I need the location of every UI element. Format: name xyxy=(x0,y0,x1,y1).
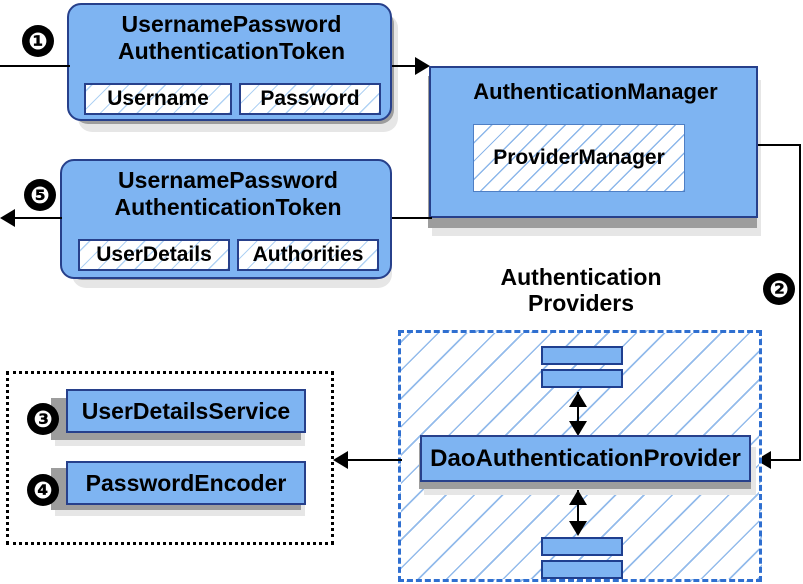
connector-dao-to-stub-bottom-arrow-up xyxy=(569,490,587,505)
dao-authentication-provider-label: DaoAuthenticationProvider xyxy=(430,444,741,472)
badge-3-label: ❸ xyxy=(33,405,53,432)
password-encoder-box[interactable]: PasswordEncoder xyxy=(66,461,306,505)
badge-2-label: ❷ xyxy=(769,275,789,302)
connector-manager-to-response xyxy=(392,217,432,219)
user-details-service-box[interactable]: UserDetailsService xyxy=(66,389,306,433)
response-token-attr-authorities-label: Authorities xyxy=(252,243,364,266)
connector-stub-top-to-dao-arrow-down xyxy=(569,421,587,436)
request-token-attr-password[interactable]: Password xyxy=(239,83,381,115)
response-token-attr-authorities[interactable]: Authorities xyxy=(237,239,379,271)
provider-stub-4[interactable] xyxy=(541,560,623,579)
badge-4: ❹ xyxy=(28,475,58,505)
response-token-attr-userdetails[interactable]: UserDetails xyxy=(78,239,230,271)
response-token-title-line1: UsernamePassword xyxy=(118,167,338,193)
connector-dao-to-stub-bottom-arrow-down xyxy=(569,521,587,536)
badge-5-label: ❺ xyxy=(30,181,50,208)
connector-manager-to-providers-h2 xyxy=(770,459,801,461)
connector-response-out xyxy=(14,217,62,219)
dependencies-group[interactable] xyxy=(6,371,334,545)
connector-token-to-manager xyxy=(392,65,428,67)
connector-dao-to-dependencies-arrow xyxy=(333,451,348,469)
provider-manager-label: ProviderManager xyxy=(493,146,665,169)
authentication-manager-box[interactable]: AuthenticationManager ProviderManager xyxy=(429,66,758,218)
providers-region-caption-line1: Authentication xyxy=(500,264,662,290)
request-token-attr-password-label: Password xyxy=(260,87,360,110)
badge-2: ❷ xyxy=(764,274,794,304)
request-token-attr-username[interactable]: Username xyxy=(84,83,232,115)
connector-dao-to-dependencies xyxy=(347,459,402,461)
badge-4-label: ❹ xyxy=(33,476,53,503)
user-details-service-label: UserDetailsService xyxy=(81,397,291,424)
badge-3: ❸ xyxy=(28,404,58,434)
authentication-manager-title: AuthenticationManager xyxy=(473,79,718,104)
dao-authentication-provider-box[interactable]: DaoAuthenticationProvider xyxy=(420,435,751,482)
connector-stub-top-to-dao-arrow-up xyxy=(569,392,587,407)
connector-response-out-arrow xyxy=(0,209,15,227)
badge-1: ❶ xyxy=(23,26,53,56)
connector-request-in xyxy=(0,65,70,67)
provider-manager-box[interactable]: ProviderManager xyxy=(473,124,685,192)
password-encoder-label: PasswordEncoder xyxy=(85,469,287,496)
provider-stub-2[interactable] xyxy=(541,369,623,388)
badge-1-label: ❶ xyxy=(28,27,48,54)
request-token-box[interactable]: UsernamePassword AuthenticationToken Use… xyxy=(67,3,392,121)
connector-manager-to-providers-v xyxy=(799,144,801,460)
connector-dao-to-stub-bottom-line xyxy=(577,490,579,534)
provider-stub-3[interactable] xyxy=(541,537,623,556)
connector-stub-top-to-dao-line xyxy=(577,392,579,434)
connector-manager-to-providers-h1 xyxy=(758,144,801,146)
request-token-attr-username-label: Username xyxy=(107,87,209,110)
providers-region-caption-line2: Providers xyxy=(527,289,635,316)
request-token-title: UsernamePassword AuthenticationToken xyxy=(69,11,394,64)
request-token-title-line2: AuthenticationToken xyxy=(117,37,345,64)
connector-token-to-manager-arrow xyxy=(415,57,430,75)
response-token-box[interactable]: UsernamePassword AuthenticationToken Use… xyxy=(60,159,392,279)
request-token-title-line1: UsernamePassword xyxy=(121,11,342,37)
provider-stub-1[interactable] xyxy=(541,346,623,365)
response-token-title-line2: AuthenticationToken xyxy=(114,193,342,220)
response-token-attr-userdetails-label: UserDetails xyxy=(96,243,212,266)
providers-region-caption: Authentication Providers xyxy=(450,264,712,317)
response-token-title: UsernamePassword AuthenticationToken xyxy=(62,167,394,220)
badge-5: ❺ xyxy=(25,180,55,210)
